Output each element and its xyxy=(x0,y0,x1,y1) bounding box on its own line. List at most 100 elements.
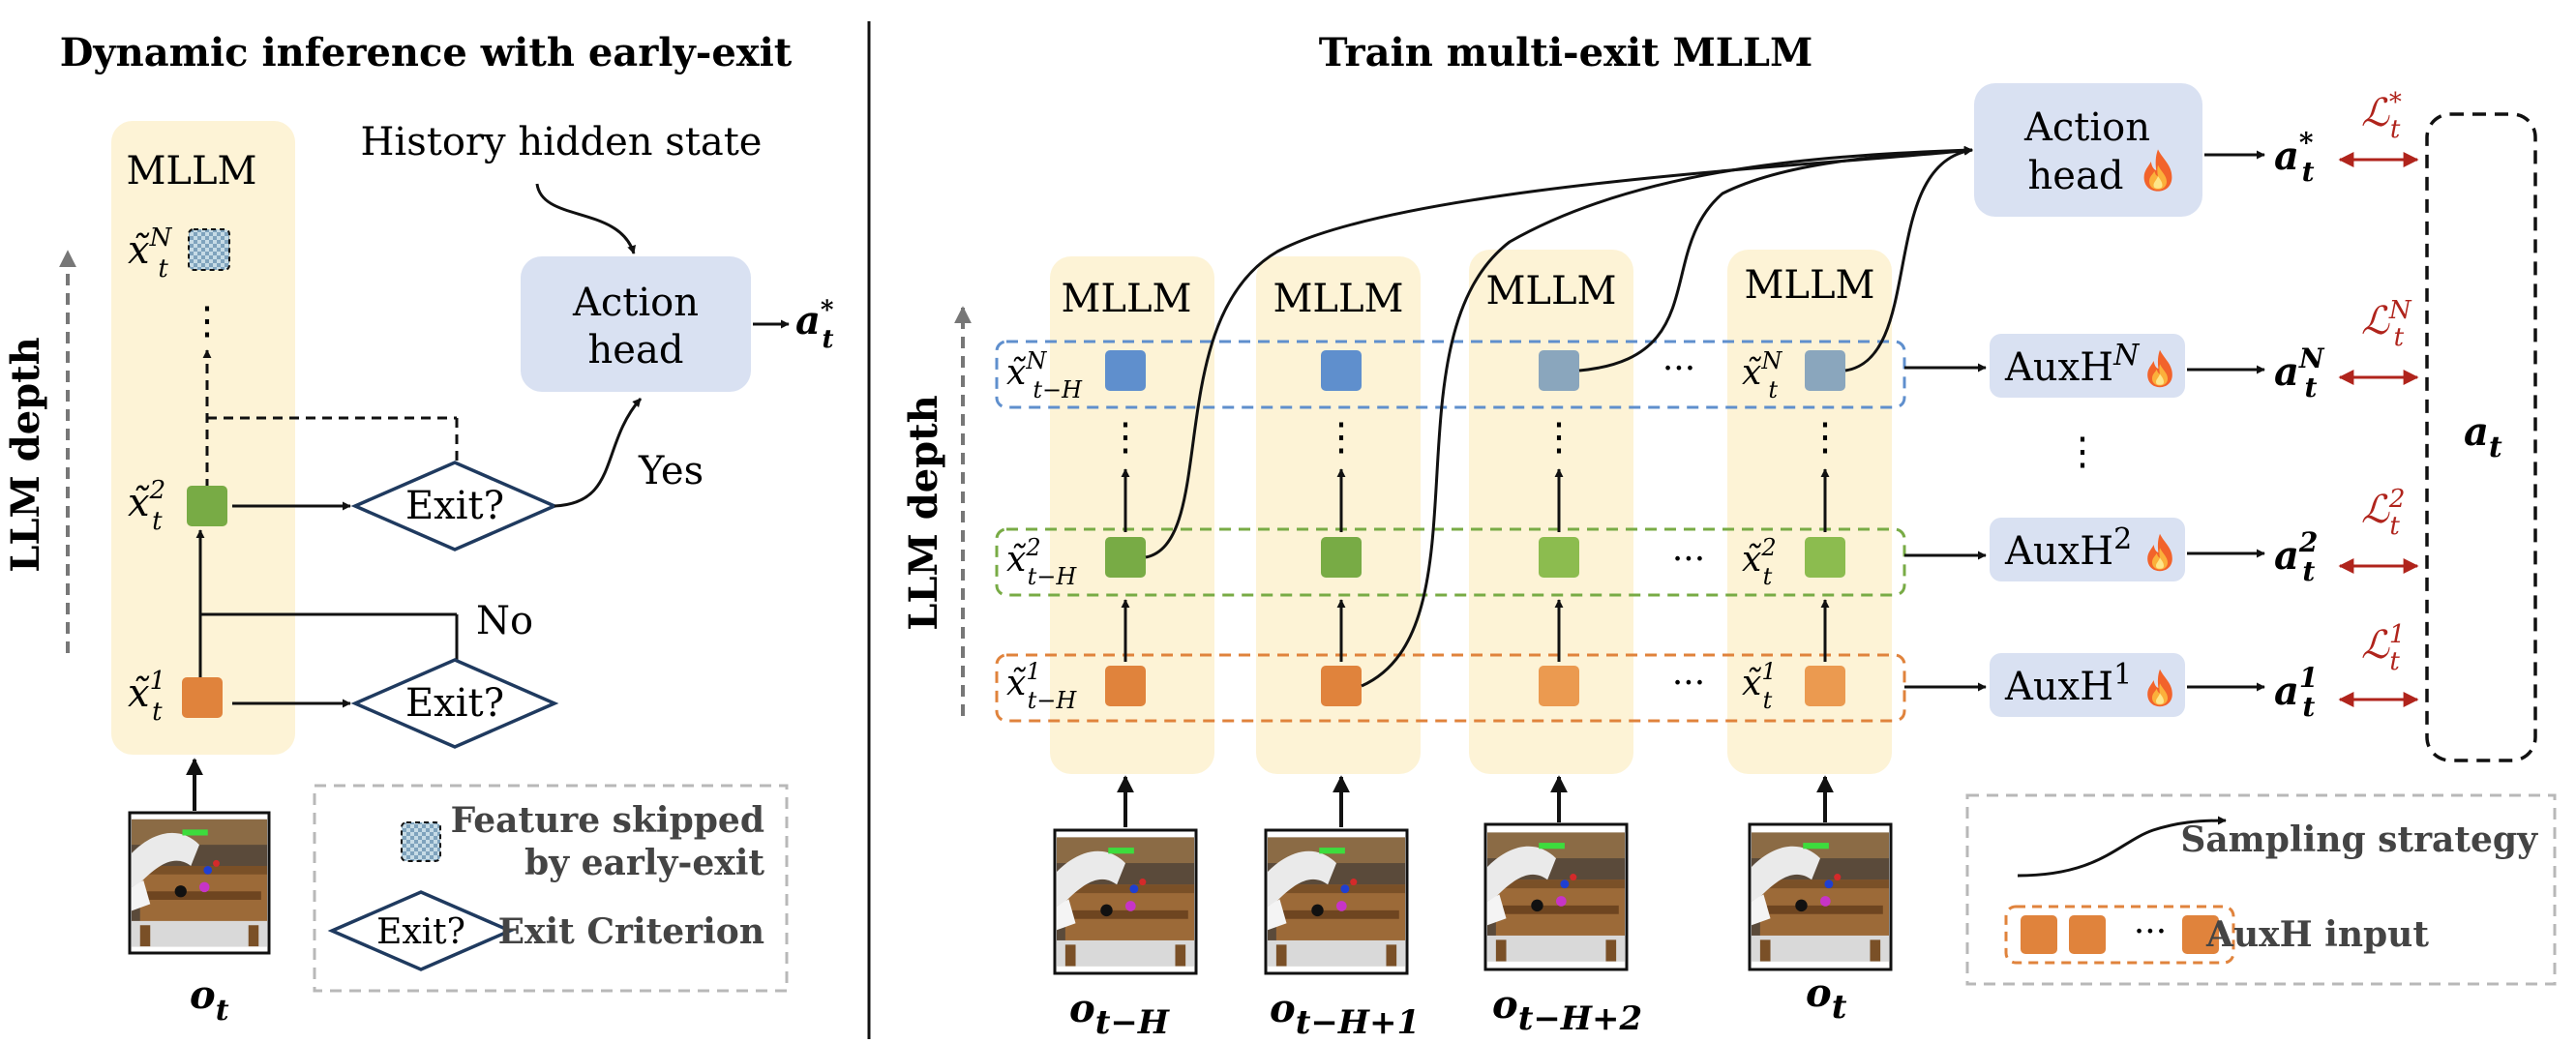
exit-label-2: Exit? xyxy=(405,484,504,528)
feature-sq-N-3 xyxy=(1539,350,1579,391)
legend-left xyxy=(313,784,789,993)
mllm-columns: MLLM MLLM MLLM MLLM xyxy=(1050,250,1892,774)
yes-label: Yes xyxy=(638,449,704,493)
robot-scene-icon xyxy=(1748,822,1893,971)
robot-scene-icon xyxy=(1483,822,1629,971)
feature-1-square xyxy=(182,677,223,718)
exit-diamond-1 xyxy=(350,658,559,749)
mllm-label-4: MLLM xyxy=(1744,263,1874,308)
action-head-right-l1: Action xyxy=(2023,105,2150,150)
auxh-N-label: AuxHN xyxy=(2004,339,2141,390)
obs-t-H: ot−H xyxy=(1069,986,1171,1039)
auxh-N xyxy=(1990,334,2185,398)
robot-scene-icon xyxy=(128,811,271,955)
vdots-left: ⋮ xyxy=(188,299,226,343)
hdots-1: ··· xyxy=(1672,664,1705,703)
auxh-1 xyxy=(1990,653,2185,717)
mllm-col-1 xyxy=(1050,256,1214,774)
mllm-label-3: MLLM xyxy=(1485,269,1616,313)
legend-sampling-curve xyxy=(2017,816,2227,878)
feature-sq-1-2 xyxy=(1321,666,1362,706)
target-box xyxy=(2425,112,2537,762)
loss-star: ℒ*t xyxy=(2361,88,2402,144)
legend-sq-2 xyxy=(2069,915,2106,954)
legend-right xyxy=(1965,793,2557,986)
mllm-block xyxy=(111,121,295,755)
mllm-col-3 xyxy=(1469,250,1633,774)
vdots-auxh: ⋮ xyxy=(2063,430,2102,474)
right-title: Train multi-exit MLLM xyxy=(1319,30,1813,75)
no-label: No xyxy=(476,599,533,643)
vdots-col-1: ⋮ xyxy=(1106,415,1145,460)
vdots-col-4: ⋮ xyxy=(1806,415,1844,460)
left-title: Dynamic inference with early-exit xyxy=(60,30,793,75)
robot-scene-icon xyxy=(1053,828,1198,975)
action-head-left-l1: Action xyxy=(572,281,699,325)
auxh-1-label: AuxH1 xyxy=(2004,658,2132,709)
sampling-curves xyxy=(1145,145,1973,688)
mllm-label: MLLM xyxy=(126,149,256,194)
right-panel: Train multi-exit MLLM LLM depth MLLM MLL… xyxy=(901,30,2557,1042)
robot-scene-icon xyxy=(1264,828,1409,975)
auxh-2 xyxy=(1990,518,2185,581)
hdots-2: ··· xyxy=(1672,540,1705,580)
legend-dots: ··· xyxy=(2134,912,2167,952)
mllm-col-2 xyxy=(1256,256,1421,774)
action-head-left xyxy=(521,256,751,392)
feature-sq-N-4 xyxy=(1805,350,1845,391)
feature-sq-N-1 xyxy=(1105,350,1146,391)
feature-sq-1-1 xyxy=(1105,666,1146,706)
observations-right: ot−H ot−H+1 ot−H+2 ot xyxy=(1053,822,1893,1042)
yes-arrow xyxy=(554,398,643,508)
legend-sampling: Sampling strategy xyxy=(2180,820,2538,860)
target-label: at xyxy=(2464,409,2502,464)
vdots-col-3: ⋮ xyxy=(1540,415,1578,460)
feature-sq-1-3 xyxy=(1539,666,1579,706)
left-panel: Dynamic inference with early-exit LLM de… xyxy=(3,30,834,1028)
legend-exit-label: Exit? xyxy=(376,912,465,952)
depth-axis-label-right: LLM depth xyxy=(901,395,946,630)
feature-sq-1-4 xyxy=(1805,666,1845,706)
obs-left: ot xyxy=(190,972,229,1028)
legend-diamond xyxy=(327,890,515,971)
feature-sq-2-3 xyxy=(1539,537,1579,578)
history-label: History hidden state xyxy=(361,120,763,164)
output-star: a*t xyxy=(2274,127,2315,188)
obs-t-H2: ot−H+2 xyxy=(1492,982,1642,1038)
legend-auxh-frame xyxy=(2004,905,2235,965)
action-head-left-l2: head xyxy=(588,328,684,372)
legend-auxh-input: AuxH input xyxy=(2205,914,2429,955)
obs-t-H1: ot−H+1 xyxy=(1270,986,1420,1039)
vdots-col-2: ⋮ xyxy=(1322,415,1361,460)
auxh-2-label: AuxH2 xyxy=(2004,522,2132,574)
hdots-N: ··· xyxy=(1662,349,1695,389)
legend-skipped-l2: by early-exit xyxy=(524,843,764,883)
column-arrows: ⋮ ⋮ ⋮ ⋮ xyxy=(1106,415,1844,827)
checker-icon xyxy=(401,821,441,862)
legend-sq-1 xyxy=(2021,915,2057,954)
output-left: a*t xyxy=(795,296,834,354)
feature-squares xyxy=(1105,350,1845,706)
exit-label-1: Exit? xyxy=(405,681,504,726)
mllm-label-1: MLLM xyxy=(1061,277,1191,321)
mllm-col-4 xyxy=(1727,250,1892,774)
feature-sq-2-4 xyxy=(1805,537,1845,578)
feature-sq-N-2 xyxy=(1321,350,1362,391)
legend-criterion: Exit Criterion xyxy=(498,911,764,952)
feature-2-square xyxy=(187,486,227,526)
action-head-right-l2: head xyxy=(2028,154,2124,198)
